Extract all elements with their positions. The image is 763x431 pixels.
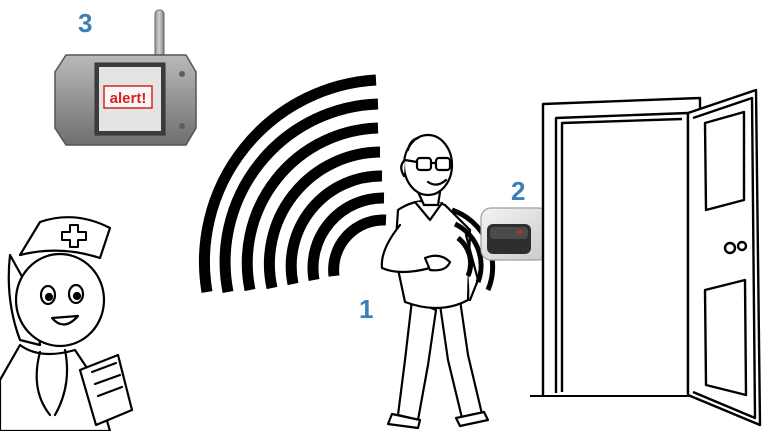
nurse-icon — [0, 217, 132, 431]
step-number-monitor: 3 — [78, 10, 92, 36]
step-number-sensor: 2 — [511, 178, 525, 204]
monitor-screw-bottom — [179, 123, 185, 129]
step-number-person: 1 — [359, 296, 373, 322]
sensor-led — [518, 230, 522, 234]
monitor-antenna — [155, 10, 164, 62]
door-sensor-icon — [481, 208, 549, 260]
wireless-monitor-icon: alert! — [55, 10, 196, 145]
monitor-alert-text: alert! — [110, 90, 147, 107]
monitor-screw-top — [179, 71, 185, 77]
elderly-man-icon — [382, 135, 488, 428]
radio-wave-icon — [204, 80, 386, 292]
open-door-icon — [530, 90, 760, 425]
